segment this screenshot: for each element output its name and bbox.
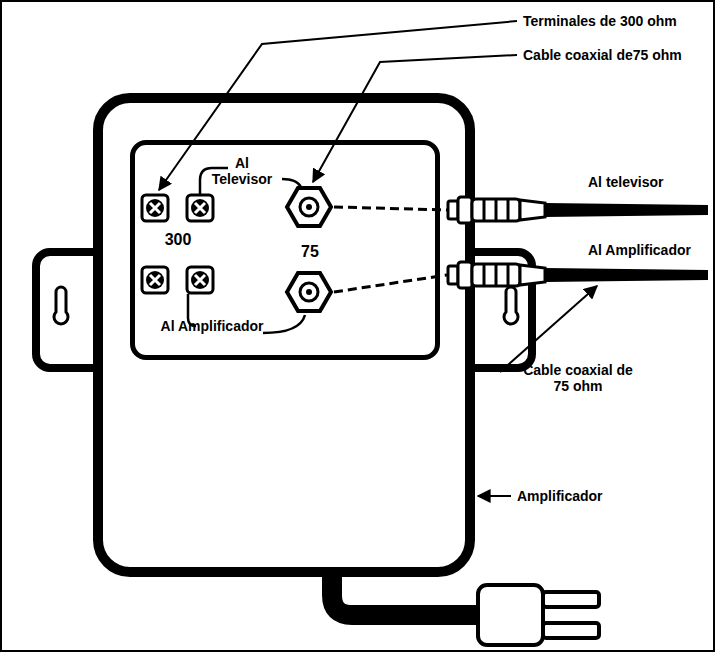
screw-cross	[150, 275, 160, 285]
plug-rib	[484, 264, 508, 286]
power-cord	[332, 577, 482, 615]
screw-cross	[150, 203, 160, 213]
screw-terminal	[187, 267, 213, 293]
keyhole	[54, 287, 68, 324]
plug-prong	[543, 623, 599, 638]
plug-boot	[520, 265, 545, 285]
terminal-panel: Al Televisor 300 75 Al Amplificador	[130, 140, 440, 360]
coax-cable	[545, 268, 708, 282]
keyhole	[504, 287, 518, 324]
coax-nut	[287, 273, 331, 311]
coax-pin	[306, 289, 312, 295]
coax-plug	[448, 197, 708, 223]
leader-line	[159, 21, 517, 190]
part-label: Al Amplificador	[588, 242, 691, 258]
plug-rib	[484, 199, 508, 221]
screw-terminal	[142, 267, 168, 293]
dashed-line	[334, 207, 447, 210]
part-label: Cable coaxial de75 ohm	[523, 47, 682, 63]
bracket-line	[263, 315, 305, 333]
screw-terminal	[187, 267, 213, 293]
dashed-line	[334, 275, 447, 292]
coax-socket	[300, 198, 318, 216]
part-label: Cable coaxial de 75 ohm	[518, 362, 638, 394]
plug-body	[472, 264, 520, 286]
screw-terminal	[142, 267, 168, 293]
screw-terminal	[142, 195, 168, 221]
leader-line	[313, 55, 517, 182]
screw-terminal	[187, 195, 213, 221]
screw-head	[191, 271, 209, 289]
part-label: Al televisor	[588, 174, 663, 190]
plug-prong	[543, 592, 599, 607]
plug-boot	[520, 200, 545, 220]
coax-cable	[545, 203, 708, 217]
panel-text: Al Televisor	[203, 155, 281, 187]
plug-nut	[458, 197, 472, 223]
screw-terminal	[142, 195, 168, 221]
amplifier-housing	[98, 98, 470, 572]
screw-head	[146, 271, 164, 289]
part-label: Terminales de 300 ohm	[523, 13, 677, 29]
screw-head	[191, 199, 209, 217]
screw-cross	[195, 203, 205, 213]
panel-text: 300	[153, 232, 203, 248]
plug-nut	[458, 262, 472, 288]
bracket-line	[282, 179, 301, 187]
coax-pin	[306, 204, 312, 210]
coax-connector	[287, 273, 331, 311]
coax-nut	[287, 188, 331, 226]
coax-socket	[300, 283, 318, 301]
leader-line	[478, 495, 511, 497]
panel-text: 75	[290, 244, 330, 260]
coax-plug	[448, 262, 708, 288]
part-label: Amplificador	[517, 488, 603, 504]
panel-text: Al Amplificador	[159, 318, 265, 334]
screw-cross	[195, 275, 205, 285]
screw-terminal	[187, 195, 213, 221]
leader-line	[500, 286, 597, 372]
screw-head	[146, 199, 164, 217]
power-plug	[478, 585, 543, 645]
plug-body	[472, 199, 520, 221]
coax-connector	[287, 188, 331, 226]
